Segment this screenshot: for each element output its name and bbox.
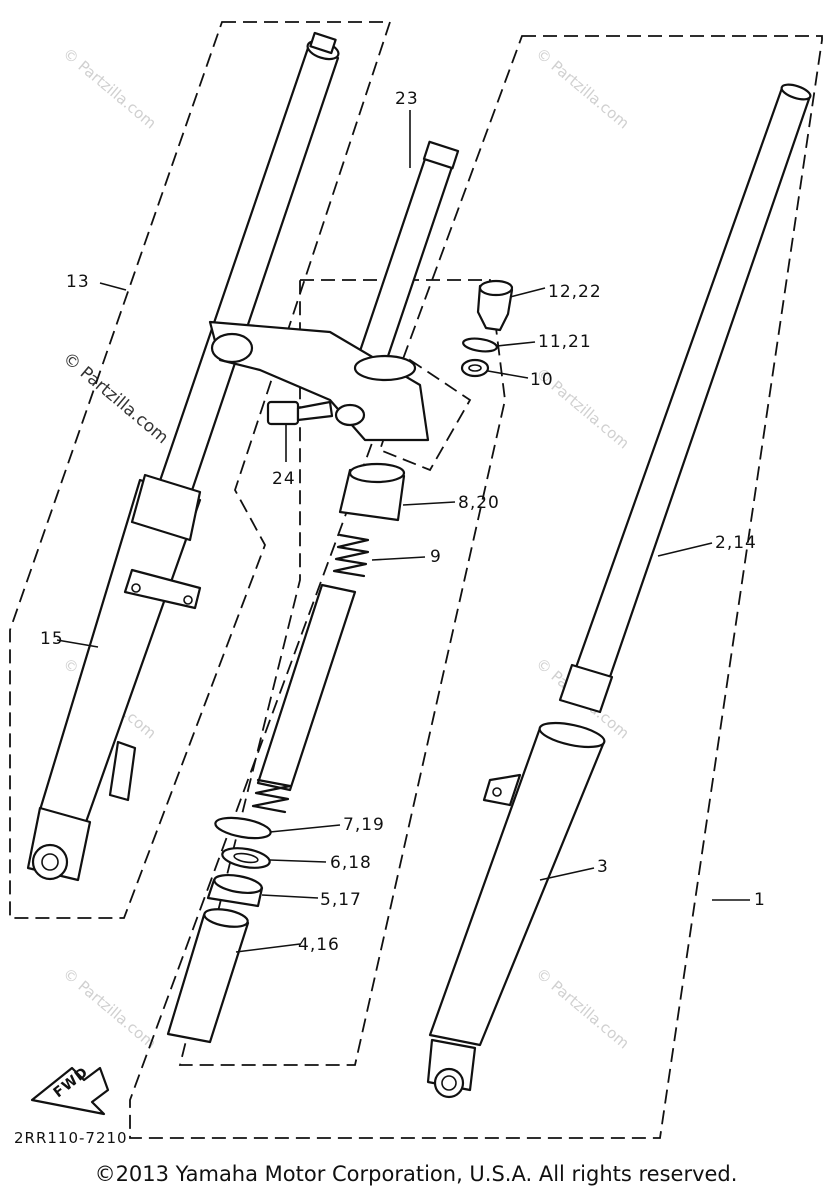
left-fork [26, 31, 340, 882]
group-outline-inner [178, 279, 506, 1066]
label-2-14: 2,14 [715, 533, 757, 553]
inner-tube [566, 86, 812, 702]
label-23: 23 [395, 89, 419, 109]
washer-6 [221, 847, 271, 869]
slide-bushing [558, 663, 614, 714]
group-outline-1 [129, 35, 823, 1139]
label-11-21: 11,21 [538, 332, 592, 352]
left-axle-hole [31, 843, 69, 881]
label-10: 10 [530, 370, 554, 390]
spring-lower [251, 778, 292, 814]
outer-tube-top [538, 721, 606, 749]
damper-rod [256, 583, 357, 792]
fwd-arrow: FWD [30, 1064, 110, 1116]
axle-hole [433, 1067, 465, 1099]
group-outline-13 [9, 21, 392, 919]
label-24: 24 [272, 469, 296, 489]
label-3: 3 [597, 857, 609, 877]
clip-7 [214, 816, 272, 840]
copyright-notice: ©2013 Yamaha Motor Corporation, U.S.A. A… [94, 1162, 738, 1186]
steering-stem [208, 140, 460, 442]
slide-metal-4 [166, 913, 250, 1044]
left-dust-seal [130, 473, 202, 542]
group-outlines [9, 21, 823, 1139]
right-fork [426, 83, 812, 1099]
label-9: 9 [430, 547, 442, 567]
rebound-spring [332, 533, 370, 578]
stem-thread [422, 140, 460, 170]
seal-stack [166, 816, 272, 1044]
outer-tube-bracket [482, 773, 522, 807]
label-5-17: 5,17 [320, 890, 362, 910]
watermark-text: © Partzilla.com [59, 44, 159, 132]
watermark-text: © Partzilla.com [59, 964, 159, 1052]
leader-lines [56, 110, 750, 953]
bolt-24 [266, 400, 334, 426]
label-15: 15 [40, 629, 64, 649]
label-8-20: 8,20 [458, 493, 500, 513]
watermark-text: © Partzilla.com [532, 44, 632, 132]
left-inner-tube [148, 46, 340, 522]
diagram-code: 2RR110-7210 [14, 1129, 128, 1147]
watermark-text-dark: © Partzilla.com [59, 349, 172, 449]
cap-parts [460, 279, 514, 378]
part-labels: 13 23 12,22 11,21 10 24 8,20 9 2,14 15 7… [40, 89, 766, 955]
o-ring [462, 337, 498, 353]
left-fork-guard-bracket [123, 568, 202, 610]
label-13: 13 [66, 272, 90, 292]
label-4-16: 4,16 [298, 935, 340, 955]
label-6-18: 6,18 [330, 853, 372, 873]
label-12-22: 12,22 [548, 282, 602, 302]
watermark-text: © Partzilla.com [532, 964, 632, 1052]
label-7-19: 7,19 [343, 815, 385, 835]
washer-10 [460, 358, 490, 378]
bracket-hole [492, 787, 502, 797]
damper-parts [251, 462, 406, 814]
label-1: 1 [754, 890, 766, 910]
under-bracket [208, 320, 430, 442]
inner-tube-top [780, 83, 812, 101]
